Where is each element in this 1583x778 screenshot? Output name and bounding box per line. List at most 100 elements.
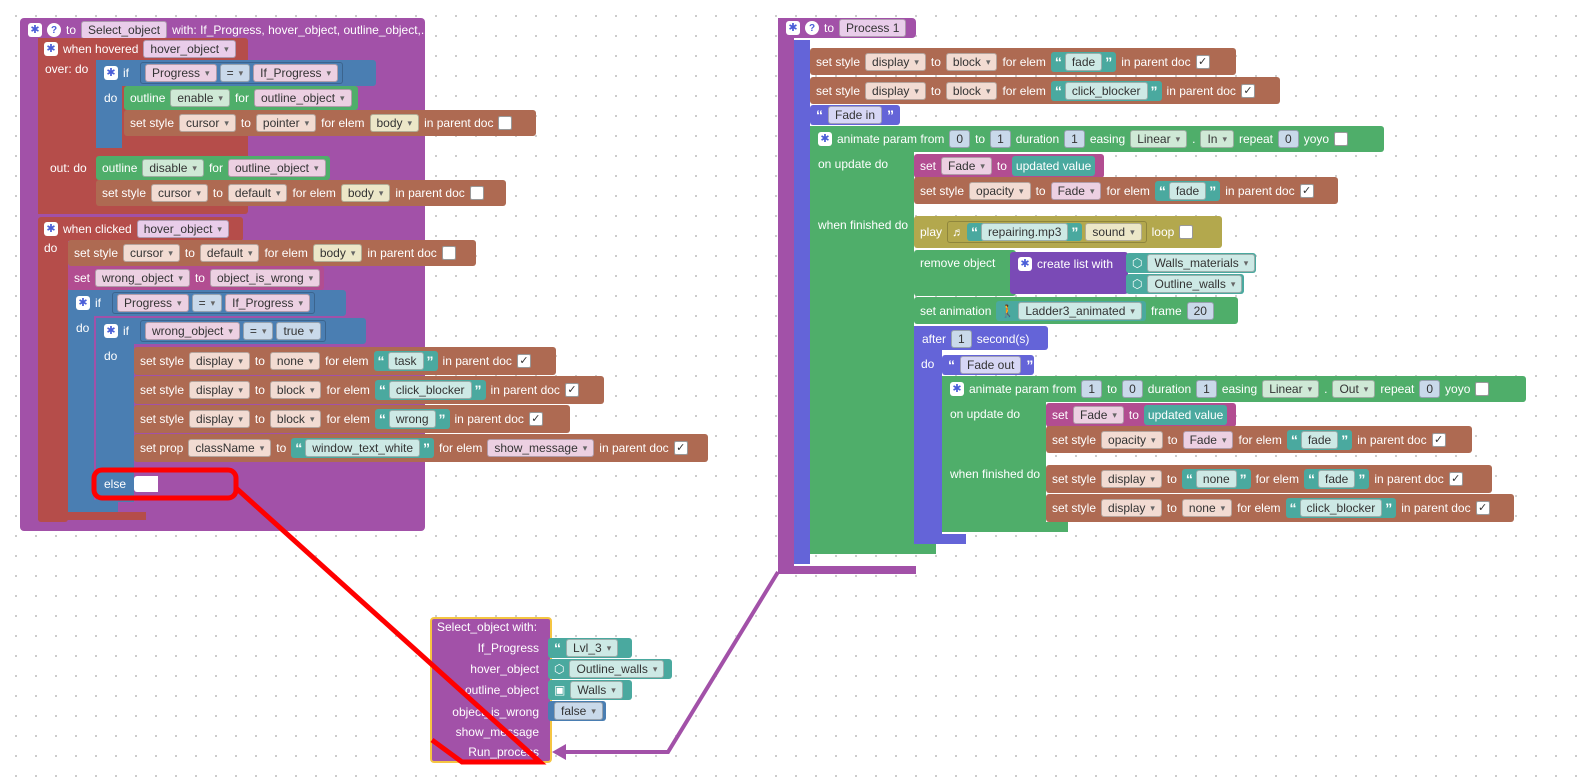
easing-dropdown[interactable]: Linear <box>1262 380 1320 398</box>
outline-disable-block[interactable]: outline disable for outline_object <box>96 156 330 180</box>
after-seconds-value[interactable]: 1 <box>951 330 972 348</box>
display-dropdown[interactable]: display <box>865 52 926 71</box>
wrong-string[interactable]: wrong <box>388 410 436 428</box>
block-dropdown[interactable]: block <box>945 52 998 71</box>
from-value[interactable]: 0 <box>949 130 971 148</box>
string-block[interactable]: “task” <box>373 351 438 371</box>
ladder-animated-dropdown[interactable]: Ladder3_animated <box>1018 301 1142 320</box>
duration-value[interactable]: 1 <box>1196 380 1217 398</box>
gear-icon[interactable]: ✱ <box>76 296 90 310</box>
display-dropdown[interactable]: display <box>865 81 926 100</box>
set-fade-block[interactable]: set Fade to updated value <box>1046 403 1236 427</box>
opacity-dropdown[interactable]: opacity <box>969 181 1031 200</box>
body-dropdown[interactable]: body <box>340 184 391 202</box>
sound-dropdown[interactable]: sound <box>1085 223 1142 241</box>
block-dropdown[interactable]: block <box>269 410 322 428</box>
gear-icon[interactable]: ✱ <box>104 324 118 338</box>
set-fade-block[interactable]: set Fade to updated value <box>914 154 1104 178</box>
ease-direction-dropdown[interactable]: In <box>1200 130 1234 148</box>
progress-getter[interactable]: Progress <box>145 64 217 82</box>
window-text-white-string[interactable]: window_text_white <box>305 439 420 457</box>
body-dropdown[interactable]: body <box>312 244 363 262</box>
set-style-display-fade-block[interactable]: set style display to block for elem “fad… <box>810 48 1236 75</box>
block-dropdown[interactable]: block <box>945 81 998 100</box>
block-dropdown[interactable]: block <box>269 381 322 399</box>
fade-variable-dropdown[interactable]: Fade <box>1073 406 1124 424</box>
when-clicked-block[interactable] <box>38 218 68 522</box>
walls-materials-dropdown[interactable]: Walls_materials <box>1147 254 1256 272</box>
else-empty-slot[interactable] <box>134 476 158 492</box>
updated-value-block[interactable]: updated value <box>1011 156 1096 176</box>
yoyo-checkbox[interactable] <box>1334 132 1349 146</box>
in-parent-doc-checkbox[interactable]: ✓ <box>516 354 531 368</box>
set-style-cursor-block[interactable]: set style cursor to default for elem bod… <box>68 240 476 266</box>
walls-materials-object[interactable]: ⬡ Walls_materials <box>1126 253 1256 273</box>
false-dropdown[interactable]: false <box>554 702 603 720</box>
wrong-object-getter[interactable]: wrong_object <box>145 322 240 340</box>
show-message-getter[interactable]: show_message <box>487 439 595 457</box>
default-dropdown[interactable]: default <box>227 184 288 202</box>
set-prop-classname-block[interactable]: set prop className to “window_text_white… <box>134 434 708 462</box>
outline-enable-block[interactable]: outline enable for outline_object <box>124 86 358 110</box>
easing-dropdown[interactable]: Linear <box>1130 130 1188 148</box>
object-is-wrong-getter[interactable]: object_is_wrong <box>209 269 321 287</box>
fade-string[interactable]: fade <box>1300 430 1339 449</box>
classname-dropdown[interactable]: className <box>188 439 272 457</box>
set-wrong-object-block[interactable]: set wrong_object to object_is_wrong <box>68 266 324 290</box>
in-parent-doc-checkbox[interactable]: ✓ <box>1195 54 1210 69</box>
set-style-display-task-block[interactable]: set style display to none for elem “task… <box>134 347 556 375</box>
pointer-dropdown[interactable]: pointer <box>255 114 317 132</box>
gear-icon[interactable]: ✱ <box>818 132 832 146</box>
click-blocker-string[interactable]: click_blocker <box>1064 81 1148 100</box>
repeat-value[interactable]: 0 <box>1278 130 1299 148</box>
string-block[interactable]: “fade” <box>1050 51 1117 72</box>
if-progress-getter[interactable]: If_Progress <box>225 294 310 312</box>
set-animation-block[interactable]: set animation 🚶 Ladder3_animated frame 2… <box>914 297 1238 324</box>
string-block[interactable]: “window_text_white” <box>291 438 434 458</box>
set-style-opacity-block[interactable]: set style opacity to Fade for elem “fade… <box>914 177 1338 204</box>
ease-direction-dropdown[interactable]: Out <box>1332 380 1376 398</box>
sound-block[interactable]: ♬ “repairing.mp3” sound <box>947 221 1147 243</box>
display-dropdown[interactable]: display <box>189 410 250 428</box>
compare-block[interactable]: wrong_object = true <box>140 320 326 342</box>
disable-dropdown[interactable]: disable <box>142 159 204 177</box>
body-dropdown[interactable]: body <box>369 114 420 132</box>
loop-checkbox[interactable] <box>1179 225 1194 239</box>
display-dropdown[interactable]: display <box>1101 499 1162 517</box>
if-progress-getter[interactable]: If_Progress <box>253 64 338 82</box>
gear-icon[interactable]: ✱ <box>44 222 58 236</box>
gear-icon[interactable]: ✱ <box>786 21 800 35</box>
task-string[interactable]: task <box>387 352 424 370</box>
walls-dropdown[interactable]: Walls <box>570 681 623 699</box>
set-style-display-click-blocker-block[interactable]: set style display to block for elem “cli… <box>810 77 1280 104</box>
lvl3-string-block[interactable]: “Lvl_3 <box>548 638 632 658</box>
in-parent-doc-checkbox[interactable]: ✓ <box>564 383 579 397</box>
fade-in-label[interactable]: Fade in <box>828 106 883 124</box>
fade-out-label[interactable]: Fade out <box>960 356 1022 374</box>
set-style-cursor-block[interactable]: set style cursor to pointer for elem bod… <box>124 110 536 136</box>
compare-block[interactable]: Progress = If_Progress <box>140 62 343 84</box>
frame-value[interactable]: 20 <box>1186 301 1214 320</box>
gear-icon[interactable]: ✱ <box>28 23 42 37</box>
string-block[interactable]: “wrong” <box>374 409 450 429</box>
display-dropdown[interactable]: display <box>189 352 250 370</box>
false-boolean-block[interactable]: false <box>548 701 606 721</box>
hover-object-getter[interactable]: hover_object <box>136 220 229 238</box>
in-parent-doc-checkbox[interactable]: ✓ <box>1240 83 1255 98</box>
in-parent-doc-checkbox[interactable] <box>441 246 456 260</box>
animation-object-block[interactable]: 🚶 Ladder3_animated <box>996 300 1146 321</box>
in-parent-doc-checkbox[interactable]: ✓ <box>673 441 688 455</box>
walls-object-block[interactable]: ▣ Walls <box>548 680 632 700</box>
gear-icon[interactable]: ✱ <box>44 42 58 56</box>
string-block[interactable]: “click_blocker” <box>374 380 486 400</box>
display-dropdown[interactable]: display <box>189 381 250 399</box>
outline-object-getter[interactable]: outline_object <box>253 89 352 107</box>
default-dropdown[interactable]: default <box>199 244 260 262</box>
in-parent-doc-checkbox[interactable]: ✓ <box>1431 432 1446 447</box>
from-value[interactable]: 1 <box>1081 380 1103 398</box>
to-value[interactable]: 1 <box>990 130 1011 148</box>
set-style-display-wrong-block[interactable]: set style display to block for elem “wro… <box>134 405 570 433</box>
cursor-dropdown[interactable]: cursor <box>151 184 208 202</box>
in-parent-doc-checkbox[interactable] <box>498 116 513 130</box>
set-style-cursor-default-block[interactable]: set style cursor to default for elem bod… <box>96 180 506 206</box>
